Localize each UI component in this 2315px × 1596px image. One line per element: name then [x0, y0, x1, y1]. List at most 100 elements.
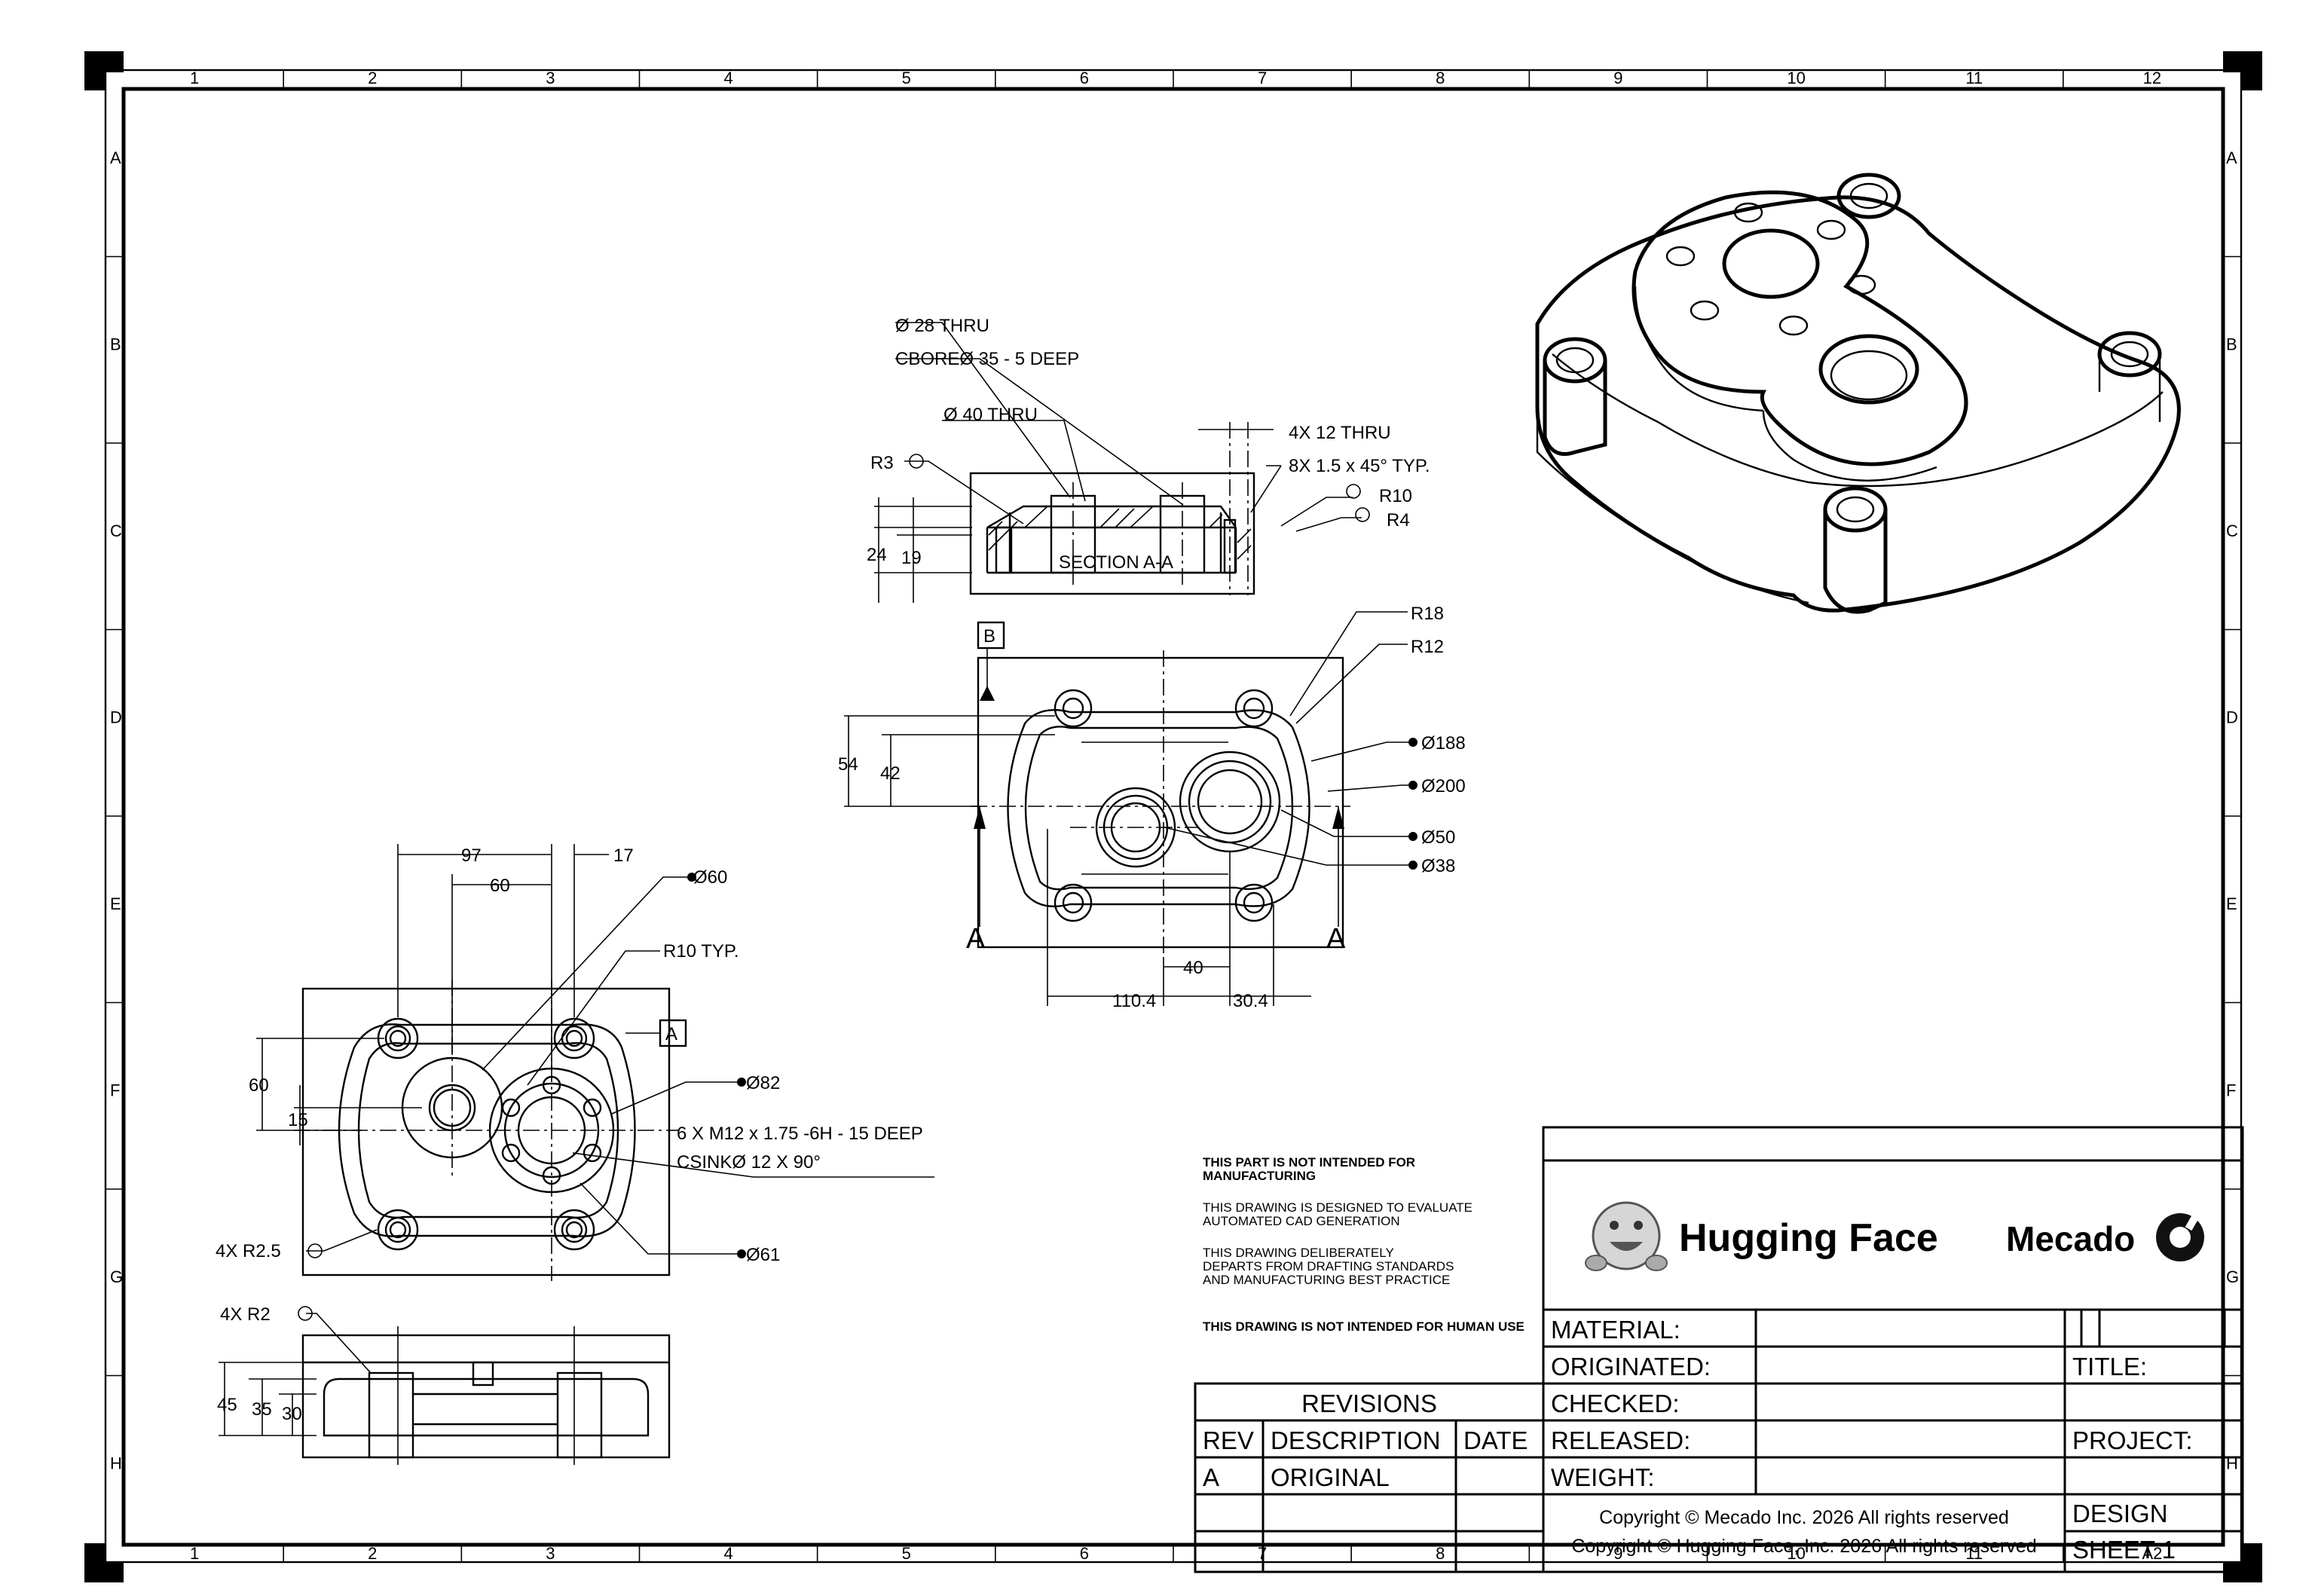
zone-row-right: D: [2226, 708, 2238, 726]
zone-col-top: 6: [1080, 69, 1089, 87]
dim-24: 24: [867, 545, 887, 565]
zone-col-top: 11: [1965, 69, 1983, 87]
zone-col-bottom: 8: [1436, 1544, 1445, 1563]
field-material: MATERIAL:: [1551, 1316, 1680, 1344]
zone-row-left: B: [110, 335, 121, 353]
zone-col-top: 8: [1436, 69, 1445, 87]
dim-35: 35: [252, 1399, 272, 1420]
callout-r10: R10: [1379, 486, 1412, 506]
callout-r18: R18: [1411, 604, 1444, 624]
zone-col-top: 9: [1613, 69, 1622, 87]
zone-col-bottom: 10: [1787, 1544, 1805, 1563]
note-line: DEPARTS FROM DRAFTING STANDARDS: [1203, 1259, 1454, 1273]
zone-col-top: 4: [723, 69, 732, 87]
dim-97: 97: [461, 845, 482, 866]
callout-r2: 4X R2: [220, 1304, 271, 1325]
callout-d82: Ø82: [746, 1073, 780, 1093]
field-released: RELEASED:: [1551, 1426, 1690, 1454]
zone-row-left: D: [110, 708, 122, 726]
dim-30-4: 30.4: [1233, 991, 1268, 1011]
note-line: THIS DRAWING IS NOT INTENDED FOR HUMAN U…: [1203, 1319, 1524, 1334]
revisions-header-rev: REV: [1203, 1426, 1254, 1454]
callout-d188: Ø188: [1421, 733, 1466, 754]
design-label: DESIGN: [2072, 1500, 2168, 1527]
top-view: B A A R18 R12 Ø188 Ø200 Ø50 Ø38 54 42: [838, 604, 1466, 1011]
revision-rev: A: [1203, 1463, 1219, 1491]
revisions-header-date: DATE: [1463, 1426, 1528, 1454]
zone-col-top: 1: [190, 69, 199, 87]
title-block: Hugging Face Mecado MATERIAL: ORIGINATED…: [1542, 1126, 2244, 1573]
note-line: MANUFACTURING: [1203, 1169, 1316, 1183]
note-line: THIS PART IS NOT INTENDED FOR: [1203, 1155, 1415, 1169]
zone-col-bottom: 2: [368, 1544, 377, 1563]
zone-col-top: 3: [546, 69, 555, 87]
zone-col-bottom: 4: [723, 1544, 732, 1563]
dim-30: 30: [282, 1404, 302, 1424]
callout-r10-typ: R10 TYP.: [663, 941, 739, 962]
dim-60h: 60: [490, 876, 510, 896]
callout-r2-5: 4X R2.5: [216, 1241, 281, 1261]
callout-holes4x: 4X 12 THRU: [1289, 423, 1391, 443]
callout-cbore: CBOREØ 35 - 5 DEEP: [895, 349, 1079, 369]
zone-row-right: G: [2226, 1267, 2239, 1286]
field-weight: WEIGHT:: [1551, 1463, 1655, 1491]
zone-row-right: E: [2226, 894, 2237, 913]
callout-hole28: Ø 28 THRU: [895, 316, 989, 336]
general-notes: THIS PART IS NOT INTENDED FORMANUFACTURI…: [1203, 1155, 1524, 1334]
zone-col-top: 5: [902, 69, 911, 87]
callout-d38: Ø38: [1421, 856, 1455, 876]
zone-col-top: 7: [1258, 69, 1267, 87]
dim-60v: 60: [249, 1075, 269, 1096]
zone-row-right: A: [2226, 148, 2237, 167]
zone-row-right: F: [2226, 1081, 2236, 1099]
isometric-view: [1535, 173, 2181, 614]
field-originated: ORIGINATED:: [1551, 1353, 1711, 1380]
datum-b: B: [983, 626, 995, 647]
callout-hole40: Ø 40 THRU: [943, 405, 1038, 425]
dim-42: 42: [880, 763, 901, 784]
zone-col-bottom: A2: [2142, 1544, 2162, 1563]
zone-col-bottom: 1: [190, 1544, 199, 1563]
zone-col-top: 12: [2143, 69, 2161, 87]
mecado-wordmark: Mecado: [2006, 1219, 2135, 1258]
note-line: THIS DRAWING IS DESIGNED TO EVALUATE: [1203, 1200, 1472, 1215]
dim-17: 17: [613, 845, 634, 866]
revisions-header-description: DESCRIPTION: [1271, 1426, 1441, 1454]
callout-r3: R3: [870, 453, 894, 473]
zone-col-bottom: 9: [1613, 1544, 1622, 1563]
callout-d200: Ø200: [1421, 776, 1466, 796]
field-checked: CHECKED:: [1551, 1390, 1680, 1417]
zone-row-left: C: [110, 521, 122, 540]
section-mark-right: A: [1326, 923, 1346, 955]
zone-row-left: E: [110, 894, 121, 913]
callout-r4: R4: [1387, 510, 1410, 530]
copyright-hugging-face: Copyright © Hugging Face, Inc. 2026 All …: [1571, 1536, 2036, 1557]
callout-csink: CSINKØ 12 X 90°: [677, 1152, 821, 1173]
bottom-view: A 97 17 60 Ø60 R10 TYP. Ø82 6 X M12 x 1.…: [216, 844, 934, 1281]
section-title: SECTION A-A: [1059, 552, 1173, 573]
section-mark-left: A: [966, 923, 986, 955]
section-view: SECTION A-A Ø 28 THRU CBOREØ 35 - 5 DEEP…: [867, 316, 1430, 603]
revision-description: ORIGINAL: [1271, 1463, 1390, 1491]
project-label: PROJECT:: [2072, 1426, 2193, 1454]
zone-row-left: H: [110, 1454, 122, 1472]
mecado-logo-icon: [2156, 1213, 2204, 1261]
zone-row-right: C: [2226, 521, 2238, 540]
dim-19: 19: [901, 548, 922, 568]
hugging-face-wordmark: Hugging Face: [1679, 1216, 1938, 1260]
note-line: THIS DRAWING DELIBERATELY: [1203, 1246, 1394, 1260]
dim-15: 15: [288, 1110, 308, 1130]
side-view: 4X R2 45 35 30: [217, 1304, 671, 1465]
zone-row-left: A: [110, 148, 121, 167]
zone-row-right: B: [2226, 335, 2237, 353]
title-label: TITLE:: [2072, 1353, 2147, 1380]
note-line: AUTOMATED CAD GENERATION: [1203, 1214, 1400, 1228]
callout-d61: Ø61: [746, 1245, 780, 1265]
revisions-title: REVISIONS: [1301, 1390, 1437, 1417]
copyright-mecado: Copyright © Mecado Inc. 2026 All rights …: [1599, 1507, 2009, 1528]
dim-110-4: 110.4: [1112, 991, 1156, 1011]
zone-ticks: [106, 70, 2241, 1562]
zone-col-bottom: 11: [1965, 1544, 1983, 1563]
